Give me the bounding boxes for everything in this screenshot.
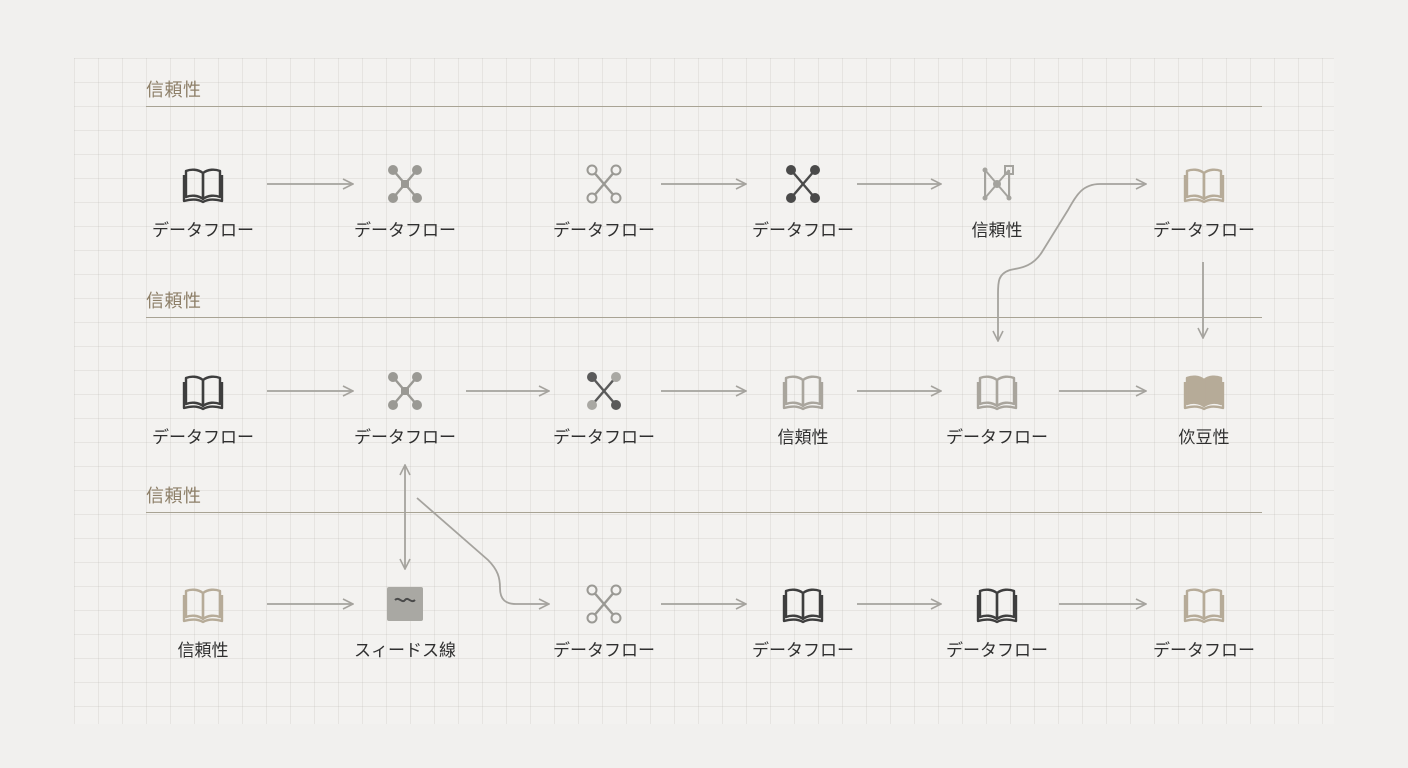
book-icon (975, 371, 1019, 411)
book-icon (781, 371, 825, 411)
node-label: スィードス線 (354, 641, 456, 661)
node-r2-c3: データフロー (529, 371, 679, 448)
node-r2-c5: データフロー (922, 371, 1072, 448)
curve-diagonal (416, 497, 549, 604)
node-r3-c4: データフロー (728, 584, 878, 661)
tile-icon (383, 584, 427, 624)
book-icon (781, 584, 825, 624)
network-outline-icon (582, 584, 626, 624)
section-rule-1 (146, 106, 1262, 107)
node-label: データフロー (152, 221, 254, 241)
node-r2-c1: データフロー (128, 371, 278, 448)
section-label-3: 信頼性 (146, 486, 202, 507)
network-outline-icon (582, 164, 626, 204)
node-r2-c2: データフロー (330, 371, 480, 448)
node-r1-c3: データフロー (529, 164, 679, 241)
book-icon (181, 371, 225, 411)
network-mixed-icon (582, 371, 626, 411)
network-icon (383, 371, 427, 411)
node-label: データフロー (1153, 641, 1255, 661)
node-label: データフロー (354, 428, 456, 448)
node-label: データフロー (354, 221, 456, 241)
node-r2-c4: 信頬性 (728, 371, 878, 448)
node-r1-c2: データフロー (330, 164, 480, 241)
node-label: データフロー (752, 221, 854, 241)
node-label: 信頼性 (971, 221, 1023, 241)
node-label: 信頼性 (177, 641, 229, 661)
node-r1-c6: データフロー (1129, 164, 1279, 241)
node-label: 信頬性 (777, 428, 829, 448)
book-icon (1182, 164, 1226, 204)
node-r2-c6: 佽豆性 (1129, 371, 1279, 448)
network-dark-icon (781, 164, 825, 204)
node-r1-c1: データフロー (128, 164, 278, 241)
node-label: データフロー (1153, 221, 1255, 241)
book-icon (975, 584, 1019, 624)
node-label: 佽豆性 (1178, 428, 1230, 448)
book-icon (181, 164, 225, 204)
book-icon (1182, 584, 1226, 624)
section-rule-3 (146, 512, 1262, 513)
network-icon (383, 164, 427, 204)
section-label-2: 信頼性 (146, 291, 202, 312)
book-filled-icon (1182, 371, 1226, 411)
node-r3-c2: スィードス線 (330, 584, 480, 661)
node-r1-c4: データフロー (728, 164, 878, 241)
node-r1-c5: 信頼性 (922, 164, 1072, 241)
node-label: データフロー (553, 641, 655, 661)
node-label: データフロー (152, 428, 254, 448)
node-label: データフロー (946, 428, 1048, 448)
network-node-icon (975, 164, 1019, 204)
node-r3-c1: 信頼性 (128, 584, 278, 661)
book-icon (181, 584, 225, 624)
curve-top-right (998, 184, 1146, 341)
node-label: データフロー (553, 221, 655, 241)
node-label: データフロー (553, 428, 655, 448)
node-r3-c6: データフロー (1129, 584, 1279, 661)
node-label: データフロー (752, 641, 854, 661)
section-rule-2 (146, 317, 1262, 318)
section-label-1: 信頼性 (146, 80, 202, 101)
node-r3-c5: データフロー (922, 584, 1072, 661)
node-r3-c3: データフロー (529, 584, 679, 661)
node-label: データフロー (946, 641, 1048, 661)
